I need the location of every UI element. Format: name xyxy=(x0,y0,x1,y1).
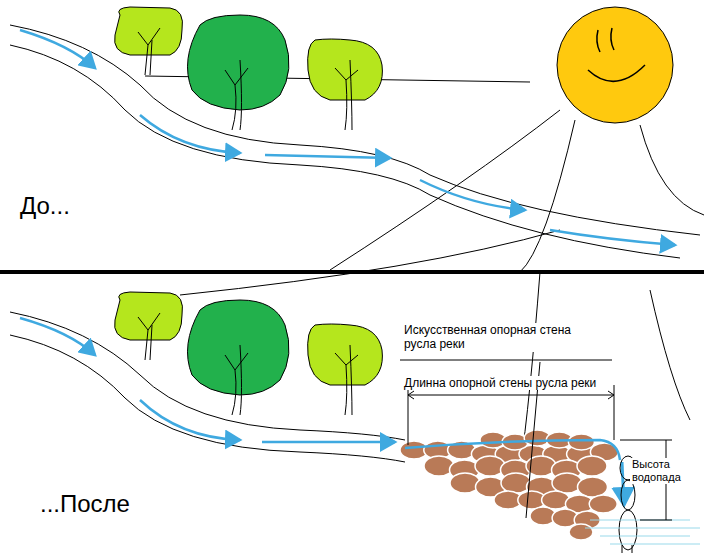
height-label: Высота водопада xyxy=(630,458,696,484)
rock xyxy=(589,495,617,513)
rock xyxy=(577,456,607,476)
wall-label: Искусственная опорная стена русла реки xyxy=(402,323,598,352)
length-label: Длинна опорной стены русла реки xyxy=(402,376,598,390)
rock xyxy=(578,477,608,497)
after-label: ...После xyxy=(38,490,132,519)
rock xyxy=(568,434,594,450)
rock xyxy=(569,524,593,540)
before-label: До... xyxy=(18,192,72,221)
